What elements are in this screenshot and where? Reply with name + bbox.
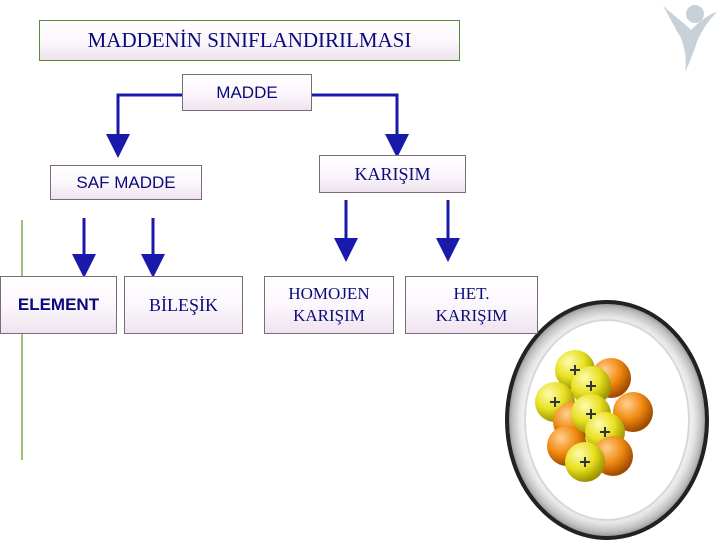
node-homojen-karisim: HOMOJEN KARIŞIM <box>264 276 394 334</box>
connector-madde-saf <box>106 93 182 158</box>
atom-nucleus-icon <box>505 300 709 540</box>
node-homojen-line2: KARIŞIM <box>293 306 365 325</box>
node-het-line1: HET. <box>453 284 490 303</box>
diagram-title: MADDENİN SINIFLANDIRILMASI <box>39 20 460 61</box>
node-het-karisim: HET. KARIŞIM <box>405 276 538 334</box>
node-madde: MADDE <box>182 74 312 111</box>
node-homojen-line1: HOMOJEN <box>288 284 370 303</box>
node-het-line2: KARIŞIM <box>435 306 508 325</box>
connector-madde-karisim <box>312 93 409 158</box>
node-karisim: KARIŞIM <box>319 155 466 193</box>
person-logo-icon <box>663 5 717 72</box>
node-bilesik: BİLEŞİK <box>124 276 243 334</box>
node-element: ELEMENT <box>0 276 117 334</box>
node-saf-madde: SAF MADDE <box>50 165 202 200</box>
